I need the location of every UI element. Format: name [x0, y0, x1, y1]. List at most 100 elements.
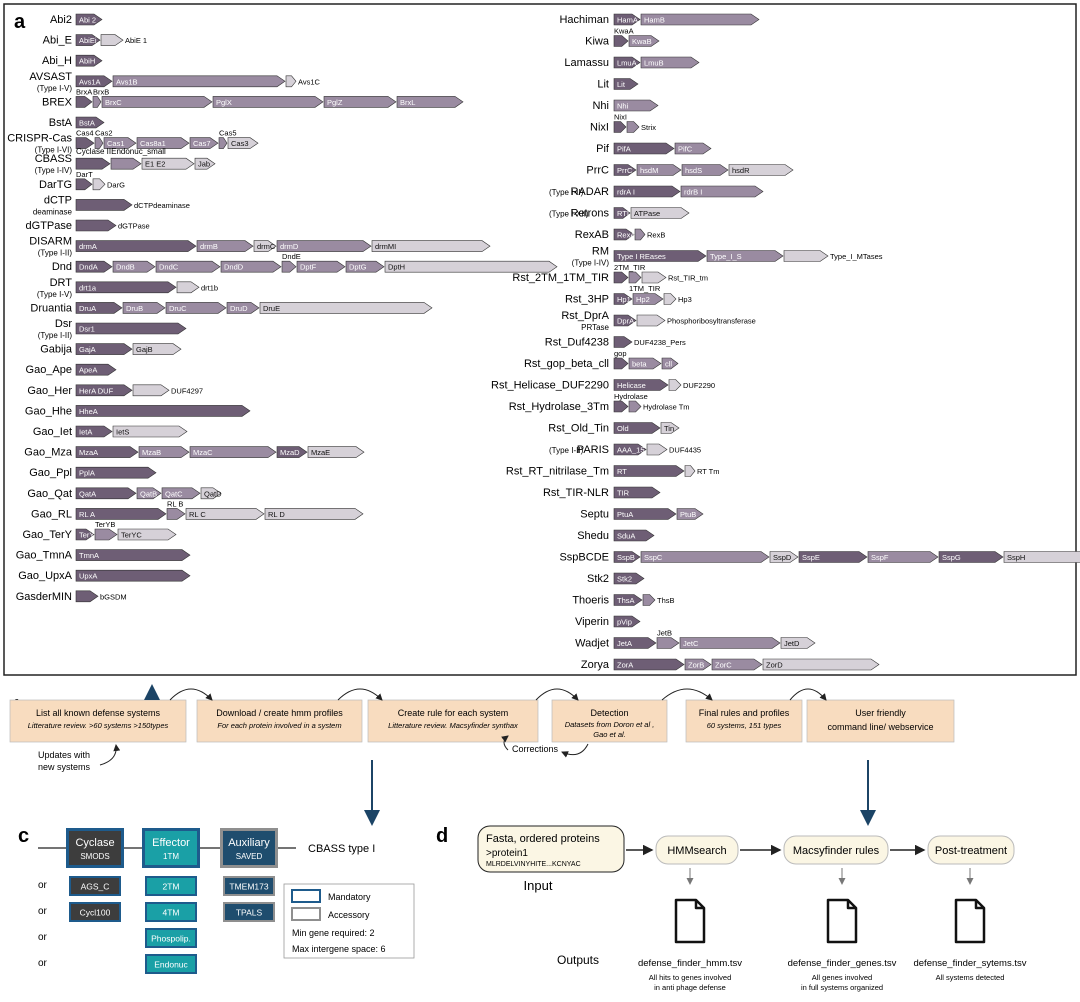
- gene-arrow: [660, 422, 680, 434]
- gene-label: ATPase: [634, 209, 660, 218]
- gene-arrow: [75, 322, 187, 335]
- file-icon: [826, 898, 858, 944]
- gene-label: PrrC: [617, 166, 633, 175]
- gene-label: DptG: [349, 263, 367, 272]
- gene-label: Dsr1: [79, 325, 95, 334]
- gene-label: TerYA: [79, 531, 99, 540]
- gene-arrow: [867, 551, 939, 563]
- gene-label: JetB: [657, 629, 672, 638]
- system-name: GasderMIN: [16, 591, 72, 603]
- gene-arrow: [680, 185, 764, 198]
- gene-label: PifA: [617, 145, 631, 154]
- gene-arrow: [196, 240, 254, 252]
- alt-box: [71, 878, 119, 894]
- gene-label: DUF2290: [683, 381, 715, 390]
- system-name: Rst_DprA: [561, 310, 609, 322]
- gene-label: HamA: [617, 16, 638, 25]
- gene-label: Rst_TIR_tm: [668, 274, 708, 283]
- gene-arrow: [75, 363, 117, 376]
- gene-arrow: [117, 528, 177, 541]
- gene-arrow: [613, 314, 637, 327]
- gene-arrow: [640, 56, 700, 69]
- gene-arrow: [684, 658, 712, 671]
- gene-arrow: [218, 137, 228, 149]
- or-label: or: [38, 932, 48, 943]
- system-name: Rst_Duf4238: [545, 337, 609, 349]
- gene-arrow: [75, 137, 95, 149]
- gene-arrow: [212, 96, 324, 108]
- gene-arrow: [668, 379, 682, 391]
- gene-label: NixI: [614, 113, 627, 122]
- rule-box-sub: 1TM: [163, 852, 179, 861]
- pipeline-step-box: [367, 699, 539, 743]
- gene-arrow: [75, 487, 137, 500]
- system-name: BREX: [42, 96, 73, 108]
- gene-arrow: [75, 302, 123, 314]
- gene-label: Cas2: [95, 129, 113, 138]
- gene-arrow: [613, 443, 647, 456]
- pipeline-step-title: User friendly: [855, 708, 906, 718]
- gene-label: AbiE 1: [125, 36, 147, 45]
- gene-label: UpxA: [79, 572, 97, 581]
- system-name: Lamassu: [564, 57, 609, 69]
- gene-arrow: [632, 293, 664, 305]
- system-name: Rst_Helicase_DUF2290: [491, 380, 609, 392]
- system-name: Abi_E: [43, 35, 72, 47]
- gene-label: SspF: [871, 553, 889, 562]
- gene-label: QatA: [79, 489, 96, 498]
- pipeline-step-sub: Litterature review. Macsyfinder synthax: [388, 721, 518, 730]
- gene-arrow: [613, 164, 637, 176]
- gene-arrow: [684, 465, 696, 477]
- gene-arrow: [663, 293, 677, 305]
- rule-box: [145, 831, 197, 865]
- gene-arrow: [75, 446, 139, 458]
- input-box-header: >protein1: [486, 848, 528, 859]
- output-file-name: defense_finder_hmm.tsv: [638, 958, 742, 969]
- legend-mandatory-swatch: [291, 889, 321, 903]
- gene-label: drmA: [79, 242, 97, 251]
- gene-arrow: [1003, 551, 1080, 563]
- gene-arrow: [136, 137, 190, 149]
- legend-accessory-swatch: [291, 907, 321, 921]
- system-name: Gao_Ape: [26, 364, 72, 376]
- gene-label: Type_I_S: [710, 252, 742, 261]
- gene-arrow: [613, 615, 641, 628]
- gene-arrow: [613, 572, 645, 585]
- gene-label: PtuA: [617, 510, 633, 519]
- panel-c-cbass-rule: CyclaseSMODSEffector1TMAuxiliarySAVEDCBA…: [38, 828, 415, 974]
- gene-label: dGTPase: [118, 222, 150, 231]
- gene-arrow: [75, 508, 167, 520]
- gene-arrow: [220, 260, 282, 273]
- gene-label: IetS: [116, 428, 129, 437]
- system-subtype: (Type I-IV): [572, 259, 610, 268]
- alt-box: [147, 878, 195, 894]
- gene-label: DUF4238_Pers: [634, 338, 686, 347]
- system-subtype: (Type I-XII): [549, 210, 589, 219]
- gene-arrow: [296, 260, 346, 273]
- gene-label: QatB: [140, 489, 157, 498]
- corrections-arrow: [561, 743, 589, 758]
- system-name: Rst_RT_nitrilase_Tm: [506, 466, 609, 478]
- gene-label: MzaC: [193, 448, 213, 457]
- gene-arrow: [75, 178, 93, 191]
- system-name: DISARM: [29, 236, 72, 248]
- gene-arrow: [613, 486, 661, 499]
- gene-label: ZorD: [766, 661, 783, 670]
- pipeline-step-sub: command line/ webservice: [827, 722, 933, 732]
- gene-label: gop: [614, 349, 627, 358]
- gene-label: Helicase: [617, 381, 646, 390]
- gene-label: JetC: [683, 639, 699, 648]
- pipeline-step-title: List all known defense systems: [36, 708, 161, 718]
- rule-box-title: Cyclase: [75, 837, 114, 849]
- gene-arrow: [613, 13, 641, 26]
- gene-arrow: [75, 96, 93, 108]
- gene-arrow: [762, 658, 880, 671]
- system-name: Abi_H: [42, 55, 72, 67]
- gene-arrow: [189, 446, 277, 458]
- gene-arrow: [613, 121, 627, 133]
- gene-arrow: [75, 549, 191, 561]
- system-name: Hachiman: [559, 14, 609, 26]
- gene-label: PplA: [79, 469, 95, 478]
- system-name: Pif: [596, 143, 610, 155]
- system-name: Rst_Hydrolase_3Tm: [509, 401, 609, 413]
